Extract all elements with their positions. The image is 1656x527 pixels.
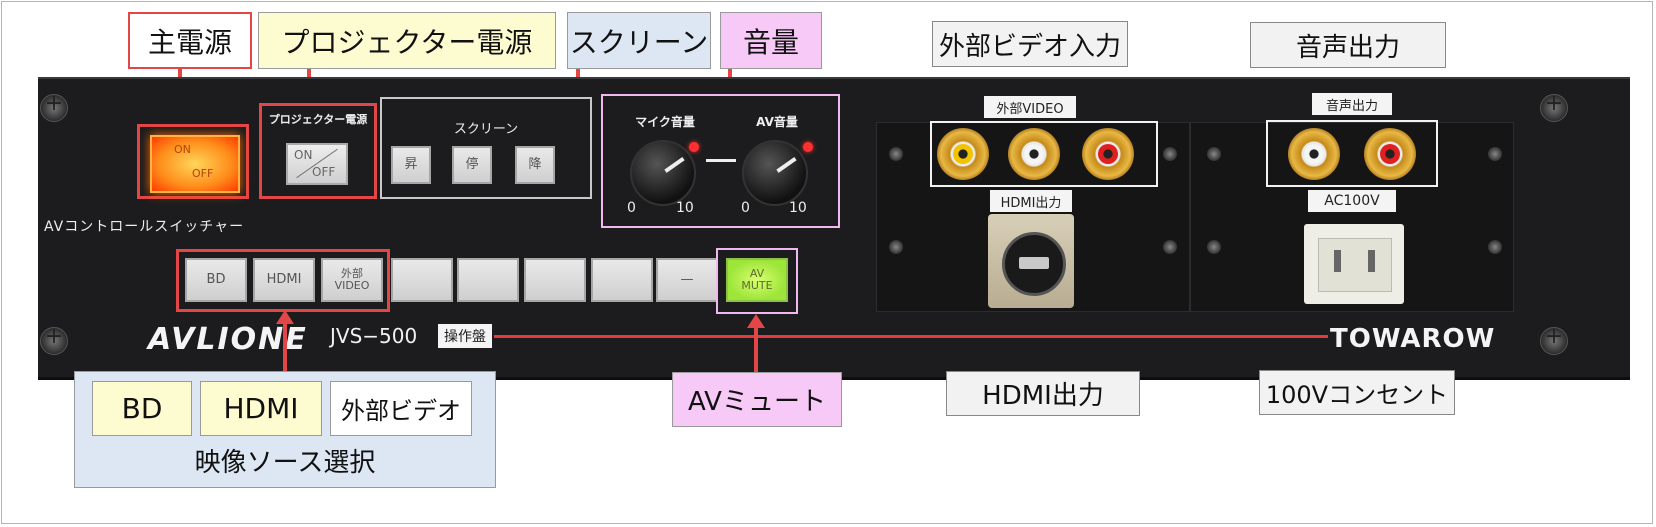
- blank-button-4[interactable]: [591, 258, 653, 302]
- av-volume-label: AV音量: [756, 115, 798, 129]
- ext-video-jacks-outline: [930, 121, 1158, 187]
- av-mute-button[interactable]: AV MUTE: [726, 258, 788, 302]
- projector-power-switch[interactable]: ON OFF: [286, 143, 348, 185]
- main-power-on-label: ON: [174, 143, 191, 156]
- ac100v-label: AC100V: [1308, 190, 1396, 212]
- plate-screw-3: [1163, 147, 1177, 161]
- switcher-label: AVコントロールスイッチャー: [44, 219, 245, 235]
- blank-button-1[interactable]: [391, 258, 453, 302]
- volume-link-line: [706, 159, 736, 162]
- plate-screw-4: [1163, 240, 1177, 254]
- screen-up-button[interactable]: 昇: [391, 146, 431, 184]
- hdmi-output-connector[interactable]: [988, 214, 1074, 308]
- screw-top-right: [1540, 91, 1568, 122]
- arrow-source-select: [276, 310, 294, 372]
- blank-button-3[interactable]: [524, 258, 586, 302]
- hdmi-port-housing: [1002, 232, 1066, 296]
- av-mute-highlight: [716, 248, 798, 314]
- mic-scale-max: 10: [676, 200, 694, 216]
- screw-bottom-left: [40, 324, 68, 355]
- outlet-slot-right: [1368, 250, 1375, 272]
- source-hdmi-button[interactable]: HDMI: [253, 258, 315, 302]
- screen-down-button[interactable]: 降: [515, 146, 555, 184]
- plate-screw-5: [1207, 147, 1221, 161]
- source-ext-video-button[interactable]: 外部 VIDEO: [321, 258, 383, 302]
- projector-on-label: ON: [294, 148, 313, 162]
- main-power-switch[interactable]: ON OFF: [150, 135, 240, 193]
- callout-100v-outlet: 100Vコンセント: [1259, 370, 1455, 415]
- brand-logo: AVLIONE: [148, 322, 308, 357]
- main-power-highlight: [137, 124, 249, 199]
- blank-button-2[interactable]: [457, 258, 519, 302]
- video-jack-yellow[interactable]: [937, 128, 989, 180]
- av-volume-led: [803, 142, 813, 152]
- audio-output-jacks-outline: [1266, 120, 1438, 187]
- callout-audio-output: 音声出力: [1250, 22, 1446, 68]
- hdmi-port[interactable]: [1019, 257, 1049, 269]
- av-scale-min: 0: [741, 200, 750, 216]
- outlet-face: [1318, 238, 1392, 292]
- callout-main-power: 主電源: [128, 12, 252, 69]
- av-volume-knob[interactable]: [742, 140, 808, 206]
- callout-source-select: 映像ソース選択: [194, 447, 376, 478]
- plate-screw-8: [1488, 240, 1502, 254]
- screen-group-outline: [380, 97, 592, 199]
- mic-volume-knob[interactable]: [630, 140, 696, 206]
- arrow-av-mute: [747, 314, 765, 372]
- model-suffix-label: 操作盤: [438, 324, 492, 348]
- plate-screw-1: [889, 147, 903, 161]
- main-power-off-label: OFF: [192, 167, 214, 180]
- audio-jack-red-out[interactable]: [1364, 128, 1416, 180]
- callout-hdmi-output: HDMI出力: [946, 371, 1140, 416]
- model-name: JVS−500: [330, 324, 418, 348]
- ext-video-label: 外部VIDEO: [984, 96, 1076, 118]
- screen-label: スクリーン: [453, 122, 519, 137]
- mic-volume-led: [689, 142, 699, 152]
- screw-bottom-right: [1540, 324, 1568, 355]
- callout-av-mute: AVミュート: [672, 372, 842, 427]
- projector-power-highlight: [259, 103, 377, 199]
- plate-screw-2: [889, 240, 903, 254]
- projector-off-label: OFF: [312, 165, 336, 179]
- plate-screw-7: [1488, 147, 1502, 161]
- screen-stop-button[interactable]: 停: [452, 146, 492, 184]
- projector-power-label: プロジェクター電源: [268, 113, 368, 126]
- maker-logo: TOWAROW: [1330, 324, 1496, 354]
- audio-jack-white-out[interactable]: [1288, 128, 1340, 180]
- callout-screen: スクリーン: [567, 12, 711, 69]
- dash-button[interactable]: —: [656, 258, 718, 302]
- source-bd-button[interactable]: BD: [185, 258, 247, 302]
- mic-scale-min: 0: [627, 200, 636, 216]
- callout-hdmi: HDMI: [200, 381, 322, 436]
- callout-bd: BD: [92, 381, 192, 436]
- callout-volume: 音量: [720, 12, 822, 69]
- audio-jack-white-in[interactable]: [1008, 128, 1060, 180]
- outlet-slot-left: [1334, 250, 1341, 272]
- callout-ext-video-input: 外部ビデオ入力: [932, 21, 1128, 67]
- av-scale-max: 10: [789, 200, 807, 216]
- screw-top-left: [40, 91, 68, 122]
- hdmi-output-label: HDMI出力: [990, 190, 1072, 212]
- callout-ext-video: 外部ビデオ: [330, 381, 472, 436]
- ac-outlet[interactable]: [1304, 224, 1404, 304]
- plate-screw-6: [1207, 240, 1221, 254]
- audio-output-label: 音声出力: [1312, 93, 1392, 115]
- audio-jack-red-in[interactable]: [1082, 128, 1134, 180]
- volume-group-outline: [601, 94, 840, 228]
- brand-red-stripe: [494, 335, 1328, 338]
- callout-projector-power: プロジェクター電源: [258, 12, 556, 69]
- mic-volume-label: マイク音量: [635, 115, 695, 129]
